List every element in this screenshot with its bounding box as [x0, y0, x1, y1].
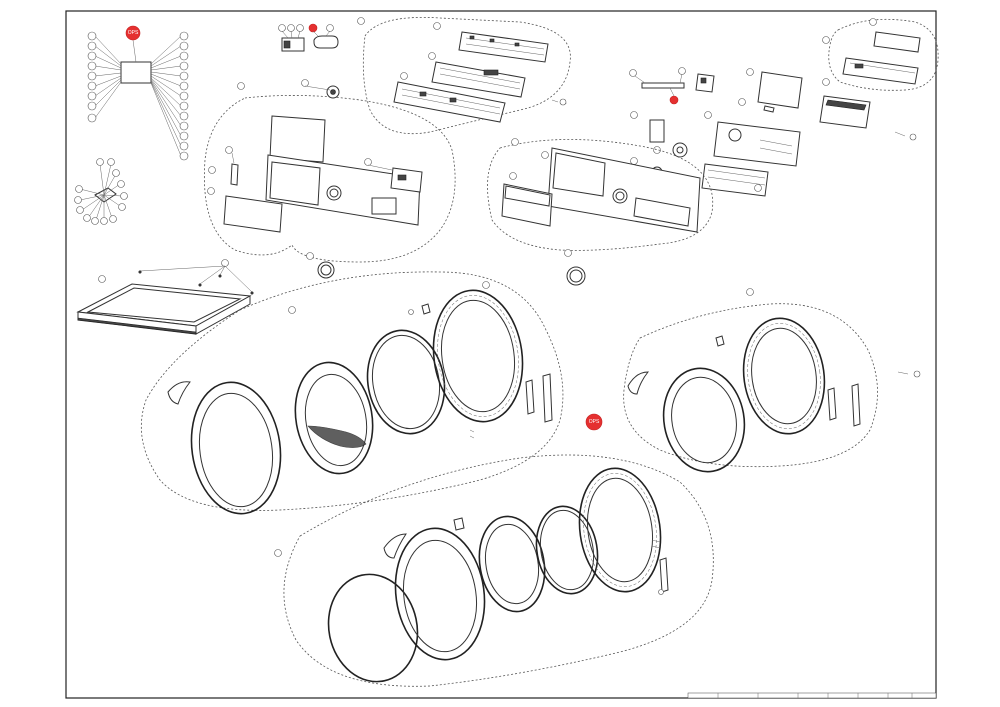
title-block: [687, 692, 937, 699]
door-assembly-group-1: [140, 271, 564, 515]
ops-callout-top-small: [308, 23, 318, 33]
door-assembly-group-2: [623, 288, 921, 473]
control-panel-left-group: [204, 79, 456, 263]
selector-knob-right: [564, 249, 586, 286]
ops-callout-right-small: [669, 95, 679, 105]
top-cover: [76, 259, 254, 335]
ops-callout-center: OPS: [585, 413, 603, 431]
ops-callout-text: OPS: [128, 30, 139, 36]
control-panel-right-group: [487, 138, 714, 251]
display-pcb-group: [819, 18, 939, 141]
main-pcb-group: [357, 17, 571, 135]
drawing-border: [65, 10, 937, 699]
ops-callout-center-text: OPS: [589, 419, 600, 425]
ops-callout-top-left: OPS: [125, 25, 141, 41]
selector-knob-left: [306, 252, 335, 279]
door-assembly-group-3: [274, 454, 714, 687]
wire-harness-cluster: [74, 158, 128, 225]
small-parts-top: [278, 23, 339, 52]
ops-parts-legend: OPS: [87, 25, 189, 161]
